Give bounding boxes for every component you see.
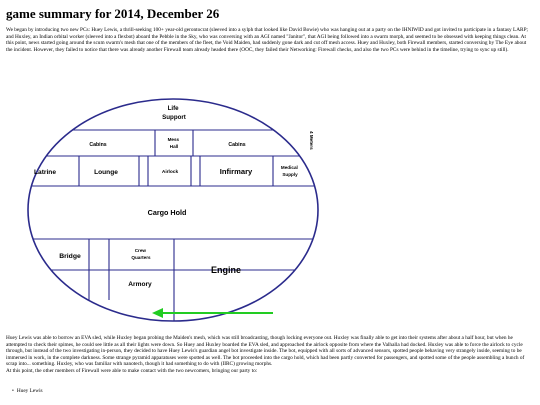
page-title: game summary for 2014, December 26	[6, 6, 220, 21]
room-cargo-hold: Cargo Hold	[148, 208, 187, 217]
room-engine: Engine	[211, 265, 241, 275]
room-bridge: Bridge	[59, 253, 81, 260]
contact-paragraph: At this point, the other members of Fire…	[6, 368, 258, 374]
party-member: Huey Lewis	[17, 388, 43, 395]
room-crew-quarters: Crew Quarters	[131, 248, 151, 260]
room-airlock: Airlock	[162, 169, 179, 175]
room-life-support: Life Support	[162, 105, 186, 121]
direction-arrow	[152, 308, 273, 318]
room-cabins-right: Cabins	[228, 142, 245, 148]
party-list: Huey Lewis	[17, 388, 43, 395]
after-map-paragraph: Huey Lewis was able to borrow an EVA sle…	[6, 335, 525, 368]
room-infirmary: Infirmary	[220, 167, 253, 176]
room-cabins-left: Cabins	[89, 142, 106, 148]
room-mess-hall: Mess Hall	[168, 137, 181, 149]
room-medical-supply: Medical Supply	[281, 165, 299, 177]
room-lounge: Lounge	[94, 169, 118, 176]
intro-paragraph: We began by introducing two new PCs: Hue…	[6, 27, 529, 53]
room-latrine: Latrine	[34, 169, 56, 176]
scale-label: 4 Meters	[309, 131, 314, 150]
room-armory: Armory	[128, 281, 152, 288]
hull-outline	[27, 98, 319, 322]
